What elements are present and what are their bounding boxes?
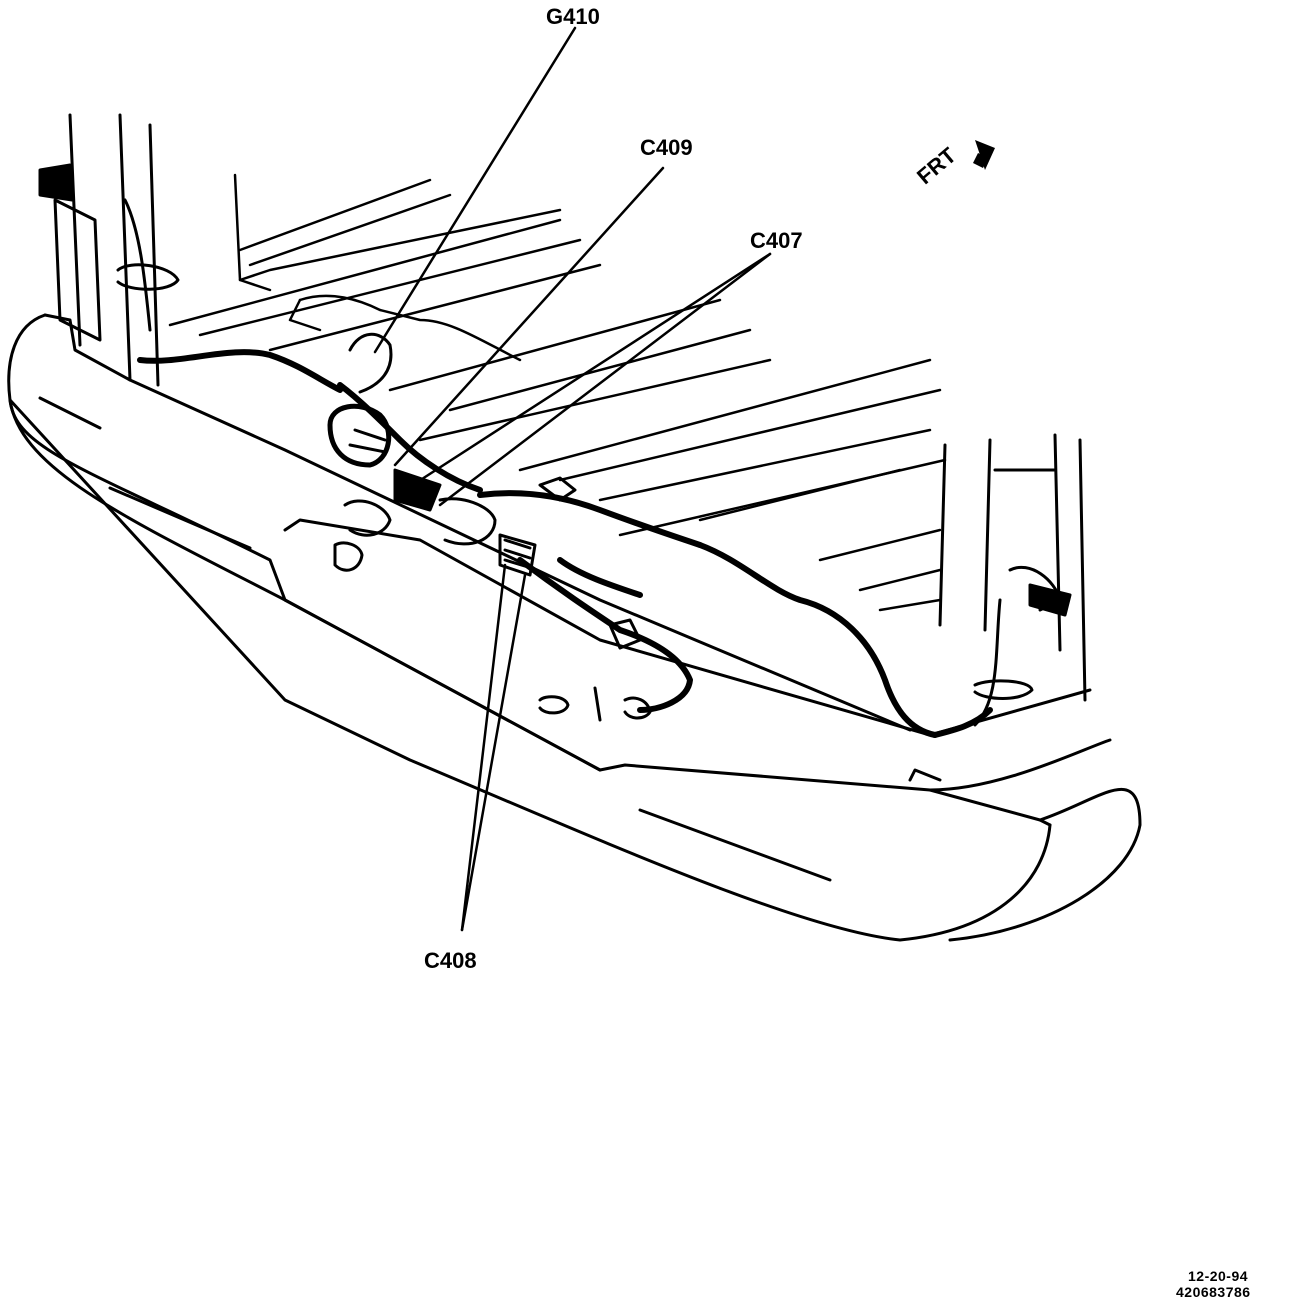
figure-code: 420683786 (1176, 1284, 1251, 1300)
left-pillar (38, 113, 180, 387)
date-stamp: 12-20-94 (1188, 1268, 1249, 1284)
connector-cluster (327, 332, 652, 722)
rear-bumper (7, 313, 1142, 942)
leader-lines (373, 26, 772, 932)
leader-g410 (373, 26, 577, 354)
callout-g410: G410 (546, 4, 600, 29)
truck-bed (168, 173, 947, 612)
callout-c407: C407 (750, 228, 803, 253)
leader-c407-a (403, 252, 772, 492)
wiring-harness (137, 349, 993, 738)
callout-c409: C409 (640, 135, 693, 160)
leader-c408-b (460, 573, 527, 932)
leader-c408-a (460, 563, 507, 932)
arrow-icon (973, 140, 995, 170)
leader-c407-b (438, 252, 772, 507)
right-pillar (938, 433, 1087, 727)
leader-c409 (393, 166, 665, 467)
callout-c408: C408 (424, 948, 477, 973)
